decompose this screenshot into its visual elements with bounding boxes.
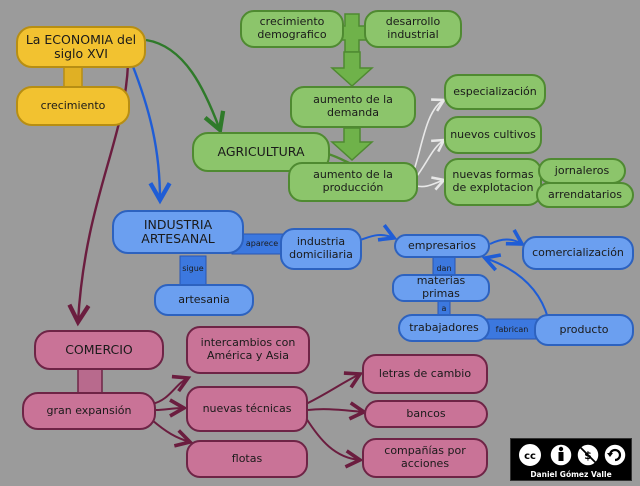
node-aumento-demanda[interactable]: aumento de la demanda	[290, 86, 416, 128]
edge-produccion-cultivos	[413, 138, 447, 181]
node-comercializacion[interactable]: comercialización	[522, 236, 634, 270]
arrow-down-icon	[330, 127, 374, 162]
node-nuevos-cultivos[interactable]: nuevos cultivos	[444, 116, 542, 154]
node-nuevas-tecnicas[interactable]: nuevas técnicas	[186, 386, 308, 432]
license-credit: Daniel Gómez Valle	[511, 469, 631, 480]
node-empresarios[interactable]: empresarios	[394, 234, 490, 258]
cc-icon: cc	[517, 442, 543, 468]
node-industria-artesanal[interactable]: INDUSTRIA ARTESANAL	[112, 210, 244, 254]
node-producto[interactable]: producto	[534, 314, 634, 346]
share-alike-icon	[603, 443, 627, 467]
edge-domiciliaria-empresarios	[359, 224, 398, 242]
attribution-icon	[549, 443, 573, 467]
node-jornaleros[interactable]: jornaleros	[538, 158, 626, 184]
edge-expansion-tecnicas	[155, 398, 188, 418]
edge-economia-industria	[130, 63, 172, 205]
label-sigue: sigue	[182, 263, 204, 273]
edge-produccion-formas	[415, 176, 447, 191]
node-crecimiento[interactable]: crecimiento	[16, 86, 130, 126]
svg-text:cc: cc	[524, 451, 536, 462]
license-icons: cc $	[511, 439, 631, 471]
node-comercio[interactable]: COMERCIO	[34, 330, 164, 370]
node-aumento-produccion[interactable]: aumento de la producción	[288, 162, 418, 202]
node-gran-expansion[interactable]: gran expansión	[22, 392, 156, 430]
edge-empresarios-comercializacion	[489, 229, 526, 246]
node-trabajadores[interactable]: trabajadores	[398, 314, 490, 342]
node-letras-cambio[interactable]: letras de cambio	[362, 354, 488, 394]
label-fabrican: fabrican	[495, 324, 529, 334]
edge-economia-agricultura	[145, 38, 226, 135]
node-companias[interactable]: compañías por acciones	[362, 438, 488, 478]
noncommercial-icon: $	[576, 443, 600, 467]
node-artesania[interactable]: artesania	[154, 284, 254, 316]
node-agricultura[interactable]: AGRICULTURA	[192, 132, 330, 172]
node-crec-demografico[interactable]: crecimiento demografico	[240, 10, 344, 48]
edge-tecnicas-bancos	[307, 401, 368, 421]
node-intercambios[interactable]: intercambios con América y Asia	[186, 326, 310, 374]
arrow-down-icon	[330, 51, 374, 88]
node-bancos[interactable]: bancos	[364, 400, 488, 428]
edge-expansion-intercambios	[151, 374, 192, 405]
license-icons-svg: cc $	[517, 442, 627, 468]
node-economia[interactable]: La ECONOMIA del siglo XVI	[16, 26, 146, 68]
node-nuevas-formas[interactable]: nuevas formas de explotacion	[444, 158, 542, 206]
edge-produccion-especializacion	[411, 98, 447, 177]
node-materias-primas[interactable]: materias primas	[392, 274, 490, 302]
edge-producto-empresarios	[481, 253, 549, 319]
edge-tecnicas-letras	[305, 371, 364, 405]
license-badge[interactable]: cc $ Daniel Gómez Valle	[510, 438, 632, 481]
node-arrendatarios[interactable]: arrendatarios	[536, 182, 634, 208]
connector-comercio	[77, 365, 103, 395]
edge-expansion-flotas	[151, 419, 194, 448]
label-aparece: aparece	[245, 238, 279, 248]
node-especializacion[interactable]: especialización	[444, 74, 546, 110]
label-a: a	[441, 303, 447, 313]
edge-tecnicas-companias	[305, 417, 364, 469]
node-flotas[interactable]: flotas	[186, 440, 308, 478]
node-desarrollo-industrial[interactable]: desarrollo industrial	[364, 10, 462, 48]
node-industria-domiciliaria[interactable]: industria domiciliaria	[280, 228, 362, 270]
label-dan: dan	[436, 263, 452, 273]
